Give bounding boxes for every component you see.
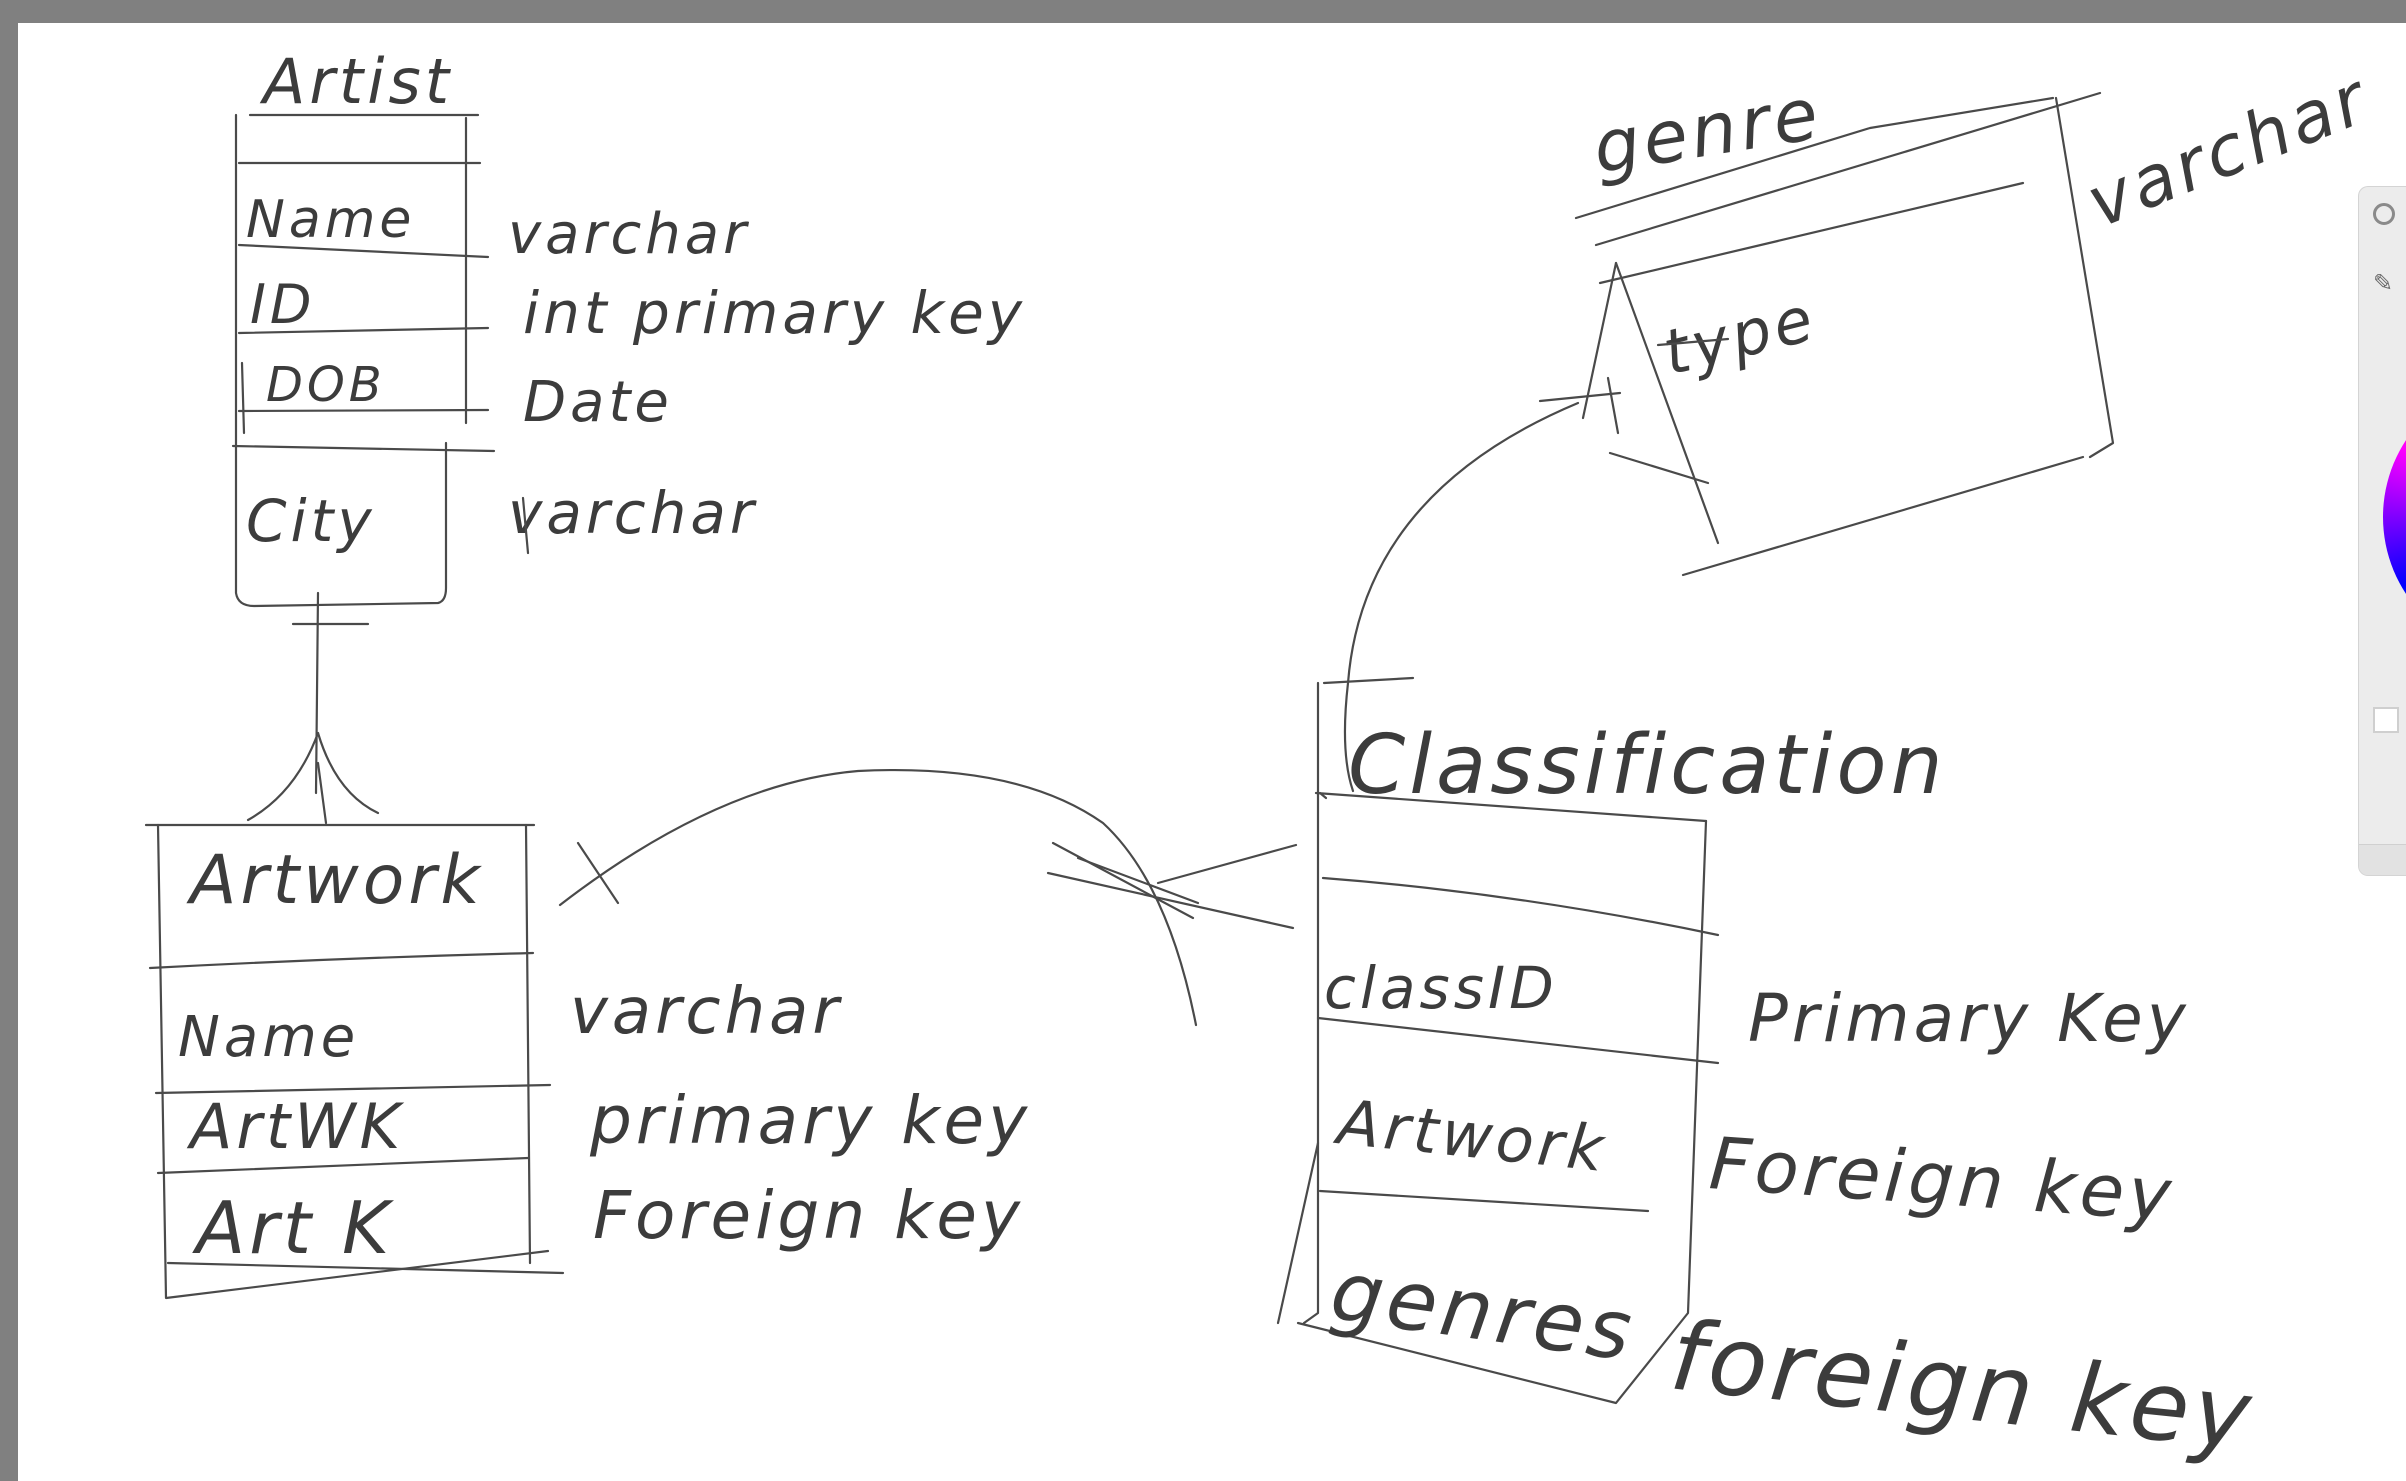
eyedropper-icon[interactable]: ✎ xyxy=(2373,269,2403,299)
color-tool-panel: ✎ xyxy=(2358,186,2406,876)
artwork-classification-relationship xyxy=(558,768,1298,1027)
artwork-title: Artwork xyxy=(186,841,484,920)
artwork-field-name: Name xyxy=(178,1005,359,1070)
artist-field-name: Name xyxy=(246,190,415,250)
classification-field-artwork: Artwork xyxy=(1330,1085,1610,1186)
artist-field-id: ID xyxy=(250,273,316,336)
artist-type-dob: Date xyxy=(523,370,673,435)
genre-classification-relationship xyxy=(1343,261,1720,793)
artist-field-city: City xyxy=(246,487,376,555)
artwork-field-artwk: ArtWK xyxy=(186,1090,405,1163)
artwork-type-artk: Foreign key xyxy=(593,1177,1024,1254)
color-wheel[interactable] xyxy=(2383,377,2406,657)
genre-table: genre type varchar xyxy=(1574,57,2381,577)
classification-type-classid: Primary Key xyxy=(1748,980,2190,1057)
artwork-type-name: varchar xyxy=(570,975,843,1049)
artist-type-name: varchar xyxy=(508,202,750,267)
genre-title: genre xyxy=(1588,71,1828,190)
artist-type-city: varchar xyxy=(508,479,758,547)
artwork-table: Artwork Name ArtWK Art K varchar primary… xyxy=(144,823,1031,1300)
classification-type-artwork: Foreign key xyxy=(1707,1121,2178,1237)
artist-artwork-relationship xyxy=(246,591,380,825)
sketch-layer: Artist Name ID DOB City varchar int prim… xyxy=(144,45,2381,1472)
classification-type-genres: foreign key xyxy=(1666,1299,2260,1472)
genre-type-type: varchar xyxy=(2076,57,2381,244)
classification-table: Classification classID Artwork genres Pr… xyxy=(1276,676,2260,1472)
classification-field-genres: genres xyxy=(1325,1244,1641,1381)
circle-tool-icon[interactable] xyxy=(2373,199,2403,229)
artist-type-id: int primary key xyxy=(523,279,1026,347)
artist-title: Artist xyxy=(259,45,453,118)
whiteboard-canvas[interactable]: Artist Name ID DOB City varchar int prim… xyxy=(18,23,2406,1481)
artist-field-dob: DOB xyxy=(266,357,386,413)
color-swatch[interactable] xyxy=(2373,707,2399,733)
panel-footer xyxy=(2359,844,2406,875)
genre-field-type: type xyxy=(1656,281,1824,389)
artwork-field-artk: Art K xyxy=(192,1186,394,1270)
artist-table: Artist Name ID DOB City varchar int prim… xyxy=(231,45,1026,608)
classification-title: Classification xyxy=(1348,718,1947,813)
artwork-type-artwk: primary key xyxy=(589,1082,1031,1159)
classification-field-classid: classID xyxy=(1324,954,1558,1022)
